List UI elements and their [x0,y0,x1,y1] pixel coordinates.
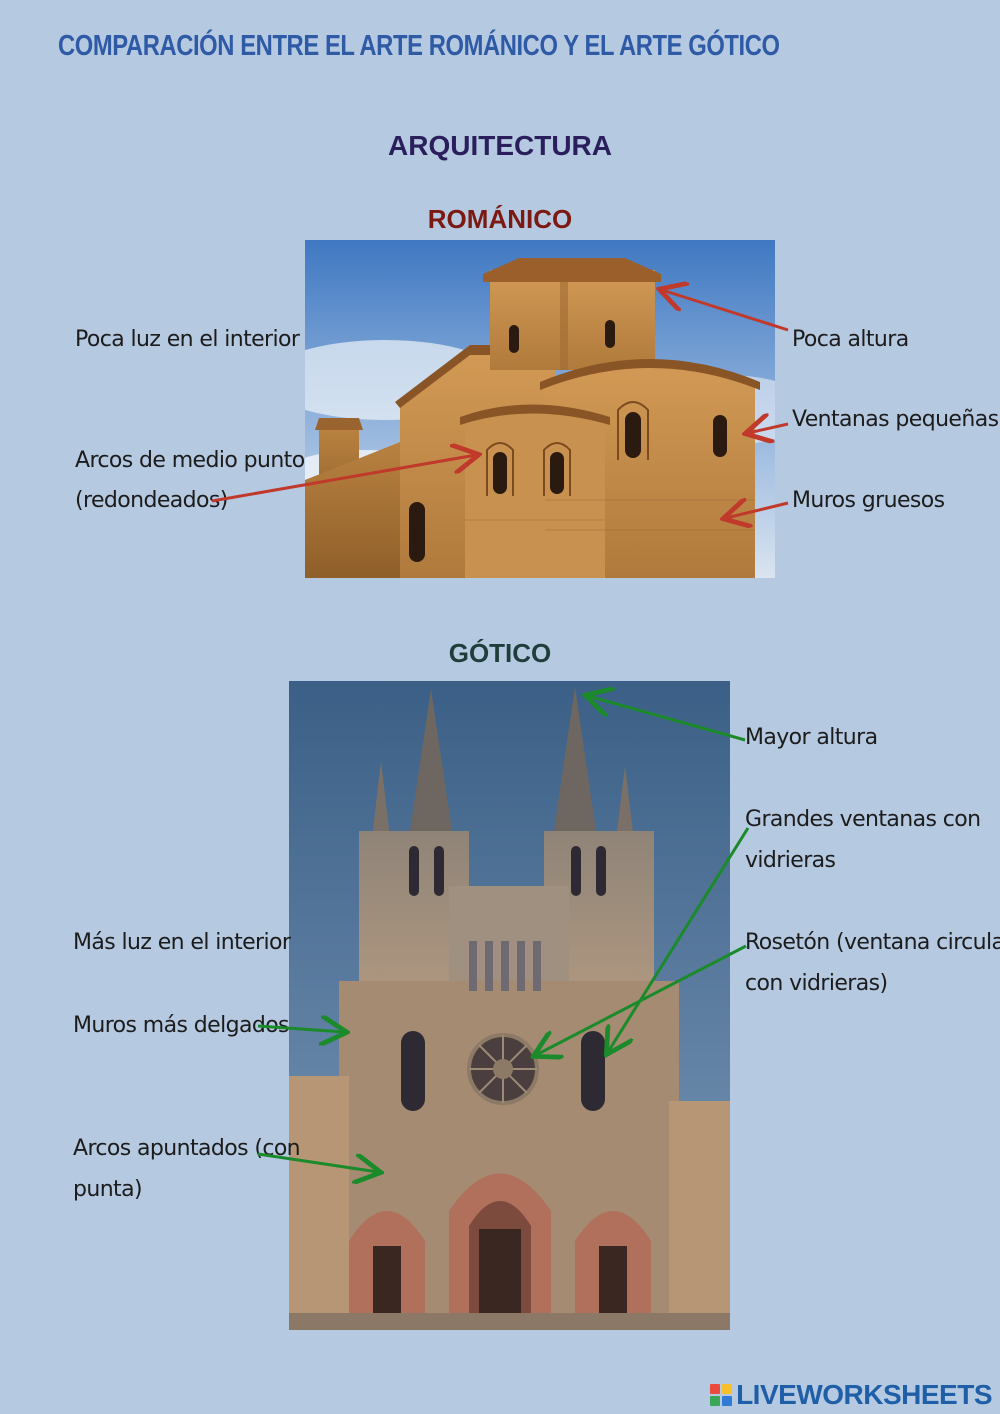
label-poca-altura: Poca altura [792,327,909,352]
label-muros-gruesos: Muros gruesos [792,488,945,513]
label-mas-luz: Más luz en el interior [73,930,291,955]
liveworksheets-logo-icon [710,1384,733,1406]
label-arcos-apuntados: Arcos apuntados (con [73,1136,301,1161]
label-poca-luz: Poca luz en el interior [75,327,300,352]
romanico-heading: ROMÁNICO [427,204,573,234]
label-muros-delgados: Muros más delgados [73,1013,290,1038]
gothic-cathedral-photo [289,681,730,1330]
label-redondeados: (redondeados) [75,488,228,513]
label-ventanas-pequenas: Ventanas pequeñas [792,407,999,432]
gotico-heading: GÓTICO [448,638,552,668]
label-punta: punta) [73,1177,143,1202]
label-mayor-altura: Mayor altura [745,725,878,750]
label-vidrieras: vidrieras [745,848,836,873]
brand-text: LIVEWORKSHEETS [736,1379,992,1410]
label-grandes-ventanas: Grandes ventanas con [745,807,981,832]
page-title: COMPARACIÓN ENTRE EL ARTE ROMÁNICO Y EL … [58,30,780,62]
label-roseton: Rosetón (ventana circular [745,930,1000,955]
romanesque-church-photo [305,240,775,578]
liveworksheets-brand: LIVEWORKSHEETS [710,1378,992,1412]
section-title-arquitectura: ARQUITECTURA [388,130,612,161]
label-con-vidrieras: con vidrieras) [745,971,888,996]
label-arcos-medio-punto: Arcos de medio punto [75,448,305,473]
